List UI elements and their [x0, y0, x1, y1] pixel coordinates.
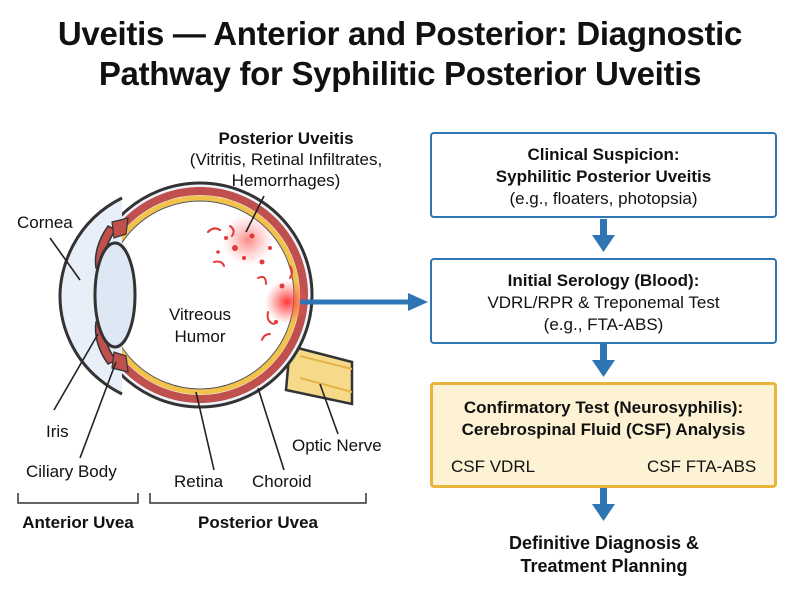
retina-label: Retina — [174, 472, 224, 491]
step3-title-1: Confirmatory Test (Neurosyphilis): — [463, 398, 744, 417]
page-title: Uveitis — Anterior and Posterior: Diagno… — [0, 14, 800, 94]
final-line-1: Definitive Diagnosis & — [508, 533, 700, 553]
final-line-2: Treatment Planning — [520, 556, 688, 576]
flow-arrows — [592, 219, 615, 521]
eye-to-flow-arrow — [300, 293, 428, 311]
lens — [93, 241, 137, 349]
flow-step-confirmatory-test: Confirmatory Test (Neurosyphilis): Cereb… — [430, 382, 777, 488]
step2-title: Initial Serology (Blood): — [507, 271, 700, 290]
step1-detail: (e.g., floaters, photopsia) — [509, 189, 698, 208]
csf-vdrl-option: CSF VDRL — [451, 457, 536, 476]
step2-detail-2: (e.g., FTA-ABS) — [543, 315, 664, 334]
posterior-uveitis-title: Posterior Uveitis — [218, 129, 354, 148]
vitreous-label-line-2: Humor — [174, 327, 226, 346]
choroid-label: Choroid — [252, 472, 312, 491]
cornea-label: Cornea — [17, 213, 73, 232]
ciliary-body-lower — [111, 351, 129, 373]
anterior-uvea-label: Anterior Uvea — [22, 513, 134, 532]
step1-title-2: Syphilitic Posterior Uveitis — [495, 167, 712, 186]
posterior-uvea-label: Posterior Uvea — [198, 513, 318, 532]
vitreous-humor-label: Vitreous Humor — [150, 304, 250, 348]
iris-label: Iris — [46, 422, 69, 441]
title-line-1: Uveitis — Anterior and Posterior: Diagno… — [57, 15, 743, 52]
uvea-brackets — [17, 493, 367, 504]
ciliary-body-label: Ciliary Body — [26, 462, 117, 481]
leader-lines — [49, 195, 339, 471]
step3-title-2: Cerebrospinal Fluid (CSF) Analysis — [461, 420, 746, 439]
posterior-uveitis-lesions — [206, 214, 309, 341]
csf-fta-abs-option: CSF FTA-ABS — [647, 457, 757, 476]
posterior-uveitis-detail-2: Hemorrhages) — [231, 171, 341, 190]
vitreous-label-line-1: Vitreous — [168, 305, 232, 324]
ciliary-body-upper — [111, 217, 129, 239]
step1-title-1: Clinical Suspicion: — [527, 145, 680, 164]
step2-detail-1: VDRL/RPR & Treponemal Test — [487, 293, 720, 312]
final-outcome: Definitive Diagnosis & Treatment Plannin… — [490, 532, 718, 578]
posterior-uveitis-detail-1: (Vitritis, Retinal Infiltrates, — [189, 150, 383, 169]
flow-step-initial-serology: Initial Serology (Blood): VDRL/RPR & Tre… — [430, 258, 777, 344]
flow-step-clinical-suspicion: Clinical Suspicion: Syphilitic Posterior… — [430, 132, 777, 218]
posterior-uveitis-label: Posterior Uveitis (Vitritis, Retinal Inf… — [176, 128, 396, 191]
optic-nerve — [284, 344, 354, 406]
title-line-2: Pathway for Syphilitic Posterior Uveitis — [98, 55, 702, 92]
optic-nerve-label: Optic Nerve — [292, 436, 382, 455]
